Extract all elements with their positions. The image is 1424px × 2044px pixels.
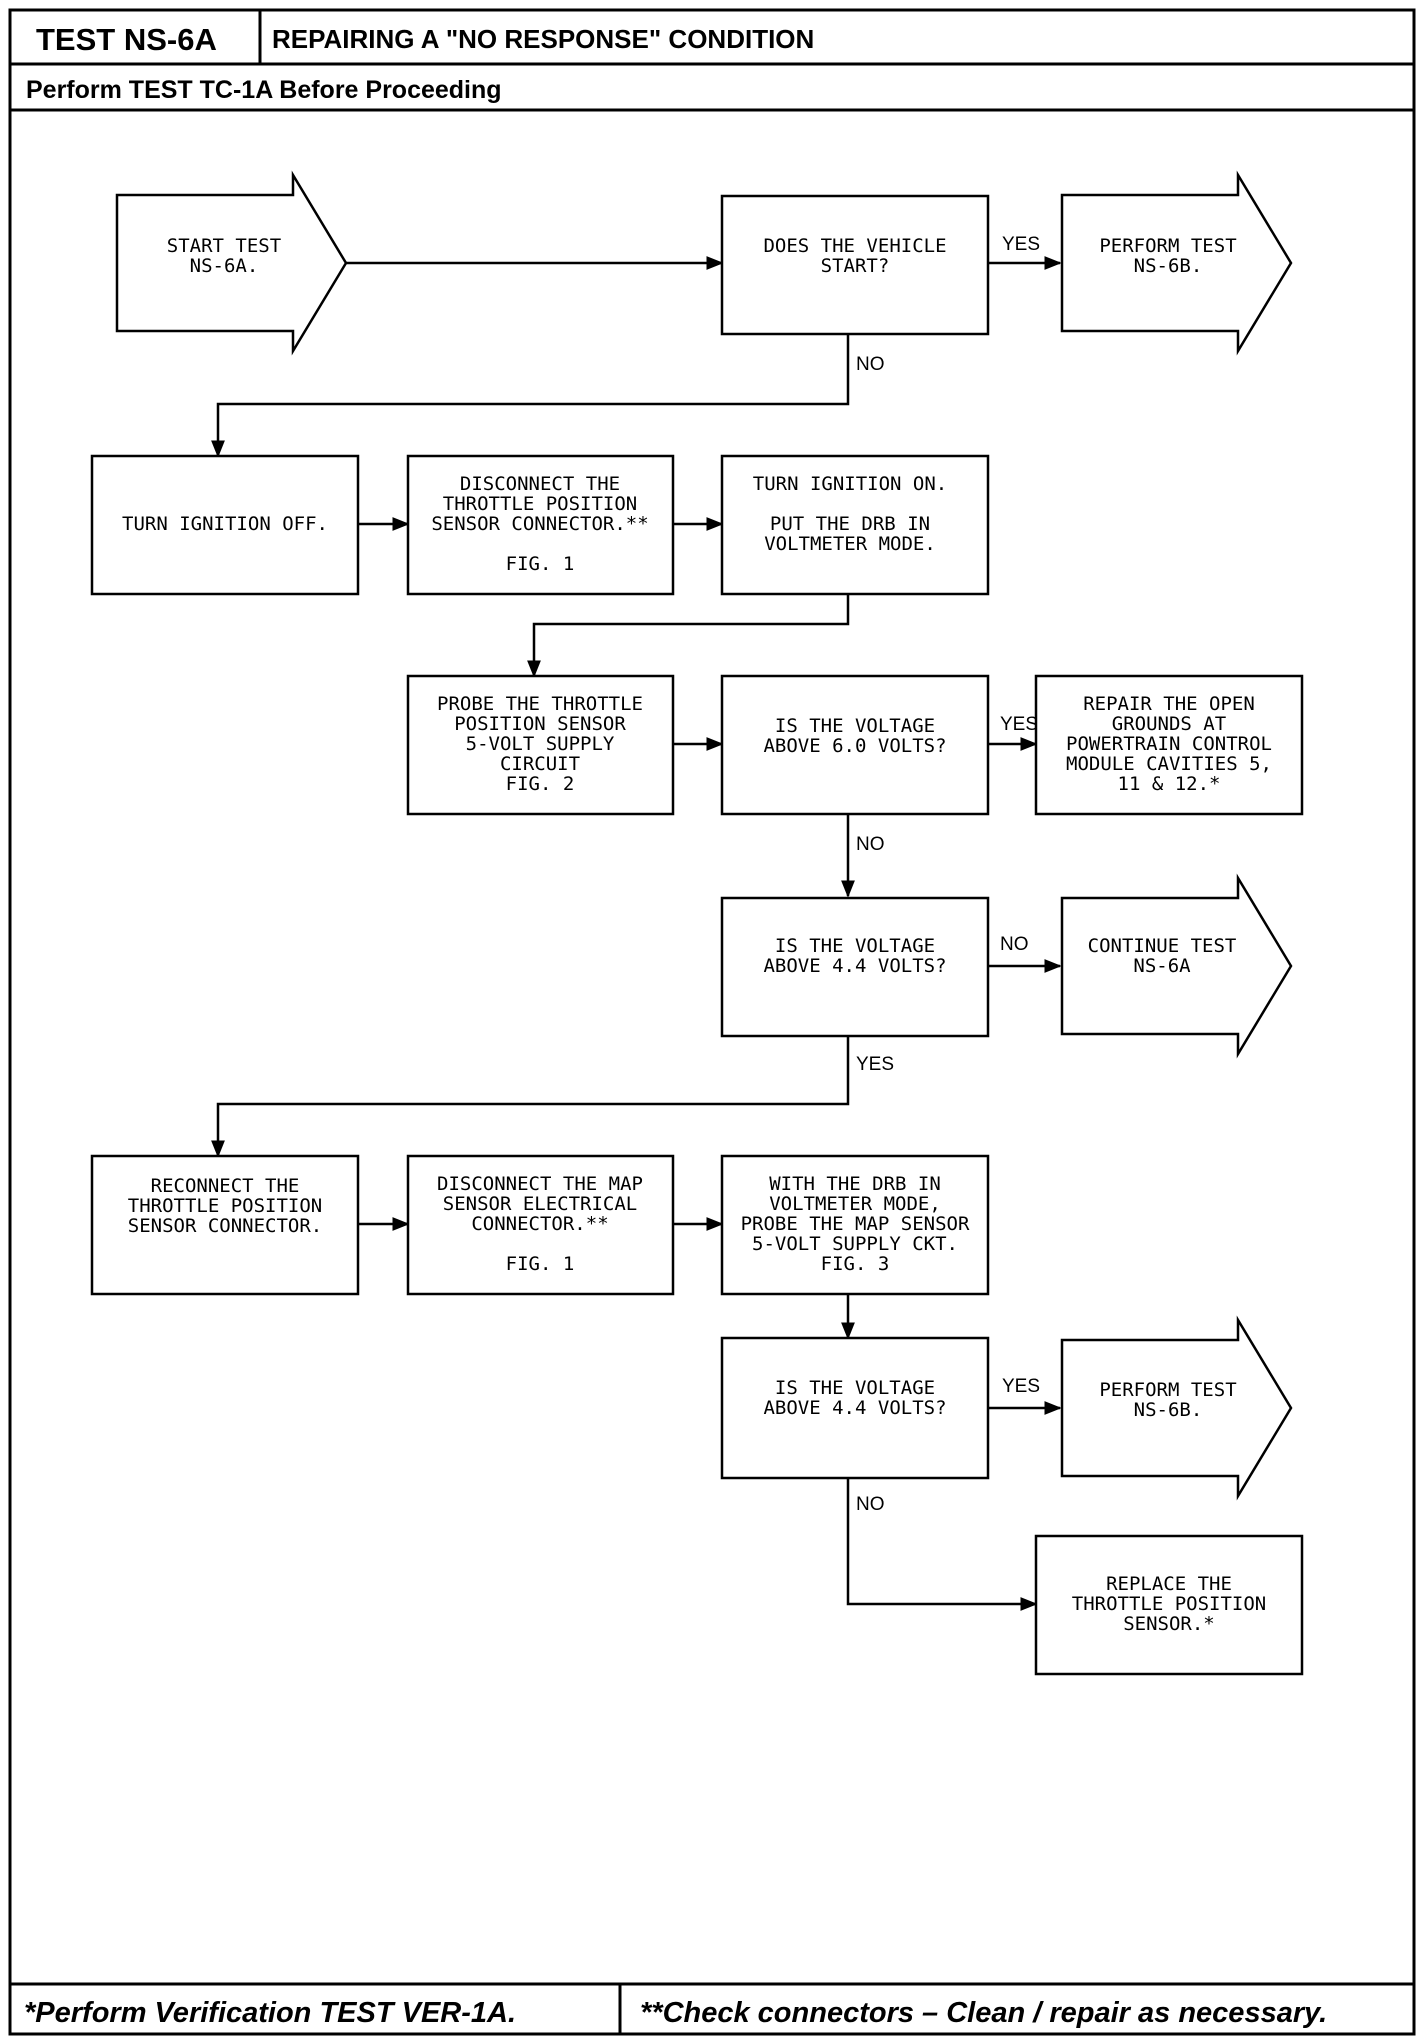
node-text-line: WITH THE DRB IN	[769, 1173, 941, 1195]
node-text-line: 5-VOLT SUPPLY CKT.	[752, 1233, 958, 1255]
edge-label-no: NO	[1000, 934, 1029, 955]
node-text-line: SENSOR CONNECTOR.**	[431, 513, 648, 535]
node-text-line: SENSOR ELECTRICAL	[443, 1193, 637, 1215]
node-text-line: TURN IGNITION ON.	[753, 473, 947, 495]
node-turn-ignition-off: TURN IGNITION OFF.	[90, 454, 360, 596]
node-text-line: DISCONNECT THE MAP	[437, 1173, 643, 1195]
node-text-line: POWERTRAIN CONTROL	[1066, 733, 1272, 755]
edge-label-yes: YES	[1002, 1376, 1040, 1397]
edge-label-yes: YES	[856, 1054, 894, 1075]
node-text-line: VOLTMETER MODE.	[764, 533, 936, 555]
node-text-line: FIG. 1	[506, 1253, 575, 1275]
node-text-line: IS THE VOLTAGE	[775, 715, 935, 737]
node-text-line: IS THE VOLTAGE	[775, 935, 935, 957]
node-text-line: SENSOR.*	[1123, 1613, 1215, 1635]
node-text-line: CIRCUIT	[500, 753, 580, 775]
svg-text:TURN IGNITION OFF.: TURN IGNITION OFF.	[122, 513, 328, 535]
node-text-line: START?	[821, 255, 890, 277]
node-text-line: 11 & 12.*	[1118, 773, 1221, 795]
node-text-line: RECONNECT THE	[151, 1175, 300, 1197]
node-text-line: PROBE THE MAP SENSOR	[741, 1213, 970, 1235]
node-text-line: FIG. 2	[506, 773, 575, 795]
node-text-line: PUT THE DRB IN	[770, 513, 930, 535]
node-text-line: THROTTLE POSITION	[128, 1195, 322, 1217]
edge-label-no: NO	[856, 354, 885, 375]
node-text-line: PERFORM TEST	[1099, 1379, 1236, 1401]
page-title: REPAIRING A "NO RESPONSE" CONDITION	[272, 24, 814, 54]
node-text-line: THROTTLE POSITION	[1072, 1593, 1266, 1615]
node-text-line: PROBE THE THROTTLE	[437, 693, 643, 715]
connectors	[211, 256, 1062, 1611]
node-text-line: ABOVE 6.0 VOLTS?	[763, 735, 946, 757]
page-border	[8, 8, 1416, 2036]
node-text-line: TURN IGNITION OFF.	[122, 513, 328, 535]
node-text-line: ABOVE 4.4 VOLTS?	[763, 1397, 946, 1419]
node-text-line: NS-6B.	[1134, 1399, 1203, 1421]
node-text-line: FIG. 1	[506, 553, 575, 575]
edge-label-no: NO	[856, 1494, 885, 1515]
node-text-line: NS-6A.	[190, 255, 259, 277]
footer-note-left: *Perform Verification TEST VER-1A.	[24, 1997, 516, 2029]
test-id: TEST NS-6A	[36, 22, 217, 57]
node-text-line: VOLTMETER MODE,	[769, 1193, 941, 1215]
svg-text:TURN IGNITION ON.PUT THE DRB I: TURN IGNITION ON. PUT THE DRB INVOLTMETER…	[753, 473, 947, 555]
node-text-line: THROTTLE POSITION	[443, 493, 637, 515]
page-subtitle: Perform TEST TC-1A Before Proceeding	[26, 76, 502, 104]
node-text-line: REPAIR THE OPEN	[1083, 693, 1255, 715]
node-text-line: GROUNDS AT	[1112, 713, 1226, 735]
node-text-line: DISCONNECT THE	[460, 473, 620, 495]
node-text-line: IS THE VOLTAGE	[775, 1377, 935, 1399]
edge-label-no: NO	[856, 834, 885, 855]
node-text-line: NS-6B.	[1134, 255, 1203, 277]
node-text-line: NS-6A	[1133, 955, 1191, 977]
node-text-line: REPLACE THE	[1106, 1573, 1232, 1595]
node-text-line: START TEST	[167, 235, 281, 257]
node-text-line: ABOVE 4.4 VOLTS?	[763, 955, 946, 977]
edge-label-yes: YES	[1002, 234, 1040, 255]
node-text-line: POSITION SENSOR	[454, 713, 626, 735]
node-text-line: DOES THE VEHICLE	[763, 235, 946, 257]
node-text-line: 5-VOLT SUPPLY	[466, 733, 615, 755]
footer-note-right: **Check connectors – Clean / repair as n…	[640, 1997, 1327, 2029]
edge-label-yes: YES	[1000, 714, 1038, 735]
node-text-line: CONTINUE TEST	[1088, 935, 1237, 957]
node-text-line: SENSOR CONNECTOR.	[128, 1215, 322, 1237]
node-text-line: PERFORM TEST	[1099, 235, 1236, 257]
node-text-line: MODULE CAVITIES 5,	[1066, 753, 1272, 775]
node-text-line: FIG. 3	[821, 1253, 890, 1275]
node-text-line: CONNECTOR.**	[471, 1213, 608, 1235]
